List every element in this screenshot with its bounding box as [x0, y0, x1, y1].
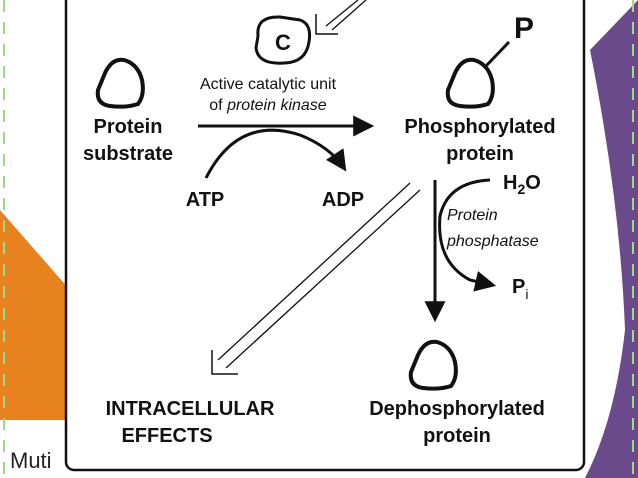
phosphate-bond	[484, 40, 511, 68]
kinase-label-line2: of protein kinase	[209, 97, 327, 114]
effects-label-line2: EFFECTS	[121, 425, 212, 447]
substrate-label-line2: substrate	[83, 143, 173, 165]
atp-adp-arrow	[204, 128, 347, 179]
phosphate-label: P	[514, 12, 534, 45]
phosphatase-label-line2: phosphatase	[446, 233, 539, 250]
water-phosphate-arrow	[438, 178, 497, 292]
footer-text: Muti	[10, 448, 52, 473]
diagram-frame	[64, 0, 586, 472]
orange-shape	[0, 210, 70, 420]
phospho-label-line1: Phosphorylated	[404, 116, 555, 138]
atp-label: ATP	[186, 189, 225, 211]
protein-substrate-icon	[95, 57, 145, 109]
adp-label: ADP	[322, 189, 364, 211]
dephospho-label-line2: protein	[423, 425, 491, 447]
dephosphorylated-protein-icon	[408, 339, 458, 391]
incoming-hollow-arrow	[315, 0, 367, 35]
water-label: H2O	[503, 172, 541, 197]
kinase-label-line1: Active catalytic unit	[200, 76, 337, 93]
substrate-label-line1: Protein	[94, 116, 163, 138]
dephospho-label-line1: Dephosphorylated	[369, 398, 545, 420]
phosphorylated-protein-icon	[445, 57, 495, 109]
phospho-label-line2: protein	[446, 143, 514, 165]
catalytic-letter: C	[275, 30, 291, 55]
circle-c-icon	[254, 15, 312, 65]
effects-label-line1: INTRACELLULAR	[106, 398, 275, 420]
phosphatase-label-line1: Protein	[447, 207, 498, 224]
effects-hollow-arrow	[211, 182, 421, 375]
inorganic-phosphate-label: Pi	[512, 276, 528, 302]
purple-shape	[585, 0, 638, 478]
